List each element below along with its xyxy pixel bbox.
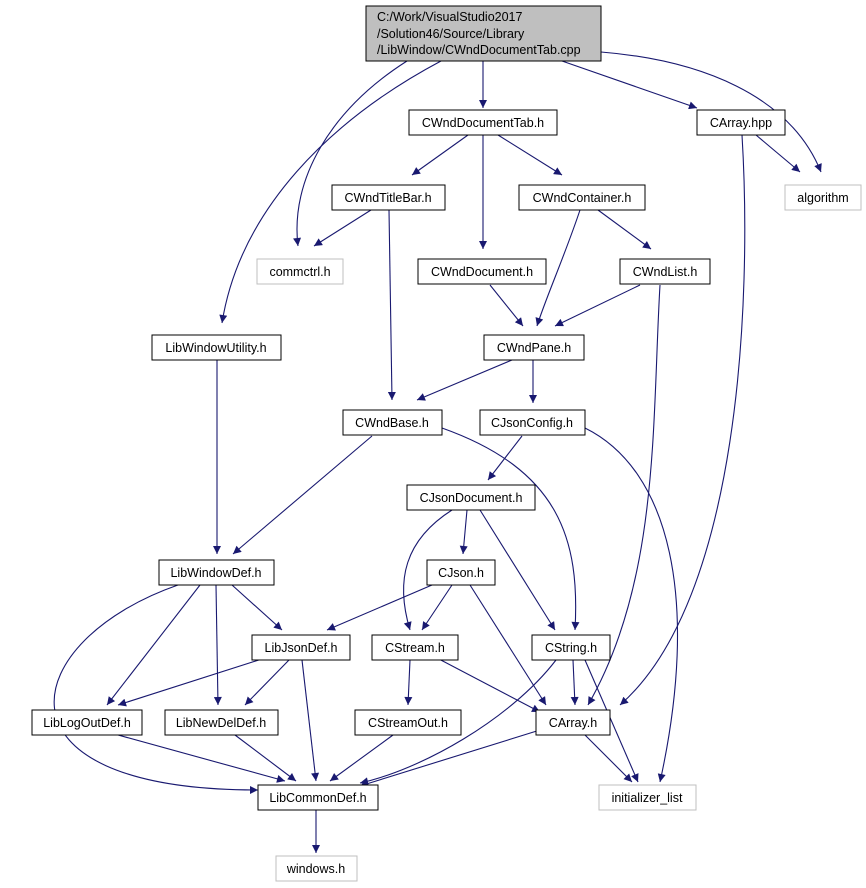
node-cjsonconfig-h[interactable]: CJsonConfig.h: [479, 409, 586, 436]
nodes: C:/Work/VisualStudio2017 /Solution46/Sou…: [31, 5, 862, 882]
node-carray-h[interactable]: CArray.h: [535, 709, 611, 736]
edge-cjsonconfig-to-cjsondocument: [487, 435, 523, 481]
edge-cwnddocument-to-cwndpane: [489, 284, 524, 327]
edge-cstream-to-cstreamout: [404, 659, 413, 706]
edge-cwnddocumenttab-to-cwndtitlebar: [411, 134, 469, 176]
root-path-line-3: /LibWindow/CWndDocumentTab.cpp: [377, 43, 581, 57]
edge-carray-hpp-to-algorithm: [755, 134, 801, 173]
node-cwndtitlebar-h[interactable]: CWndTitleBar.h: [331, 184, 446, 211]
edge-cjsondocument-to-cstring: [479, 509, 556, 631]
node-commctrl-h[interactable]: commctrl.h: [256, 258, 344, 285]
node-cjson-h[interactable]: CJson.h: [426, 559, 496, 586]
edge-cwndbase-to-libwindowdef: [232, 435, 373, 555]
node-label: CJson.h: [438, 566, 484, 580]
edge-cstring-to-libcommondef: [359, 659, 557, 786]
edge-cwnddocumenttab-to-cwndcontainer: [497, 134, 563, 176]
edge-root-to-libwindowutility: [219, 60, 442, 324]
node-label: LibWindowDef.h: [170, 566, 261, 580]
edges: [53, 51, 822, 853]
node-label: CWndContainer.h: [533, 191, 632, 205]
edge-carray-hpp-to-carray-h: [619, 134, 746, 706]
node-label: CWndBase.h: [355, 416, 429, 430]
node-label: LibLogOutDef.h: [43, 716, 131, 730]
node-cwndlist-h[interactable]: CWndList.h: [619, 258, 711, 285]
edge-carray-h-to-libcommondef: [359, 729, 541, 788]
node-libwindowutility-h[interactable]: LibWindowUtility.h: [151, 334, 282, 361]
edge-root-to-carray-hpp: [561, 60, 698, 110]
edge-cstream-to-carray-h: [436, 657, 541, 713]
edge-cjsondocument-to-cjson: [459, 509, 468, 555]
edge-liblogoutdef-to-libcommondef: [117, 734, 286, 783]
node-label: CStream.h: [385, 641, 445, 655]
edge-libjsondef-to-libnewdeldef: [244, 659, 290, 706]
root-path-line-1: C:/Work/VisualStudio2017: [377, 10, 523, 24]
root-path-line-2: /Solution46/Source/Library: [377, 27, 525, 41]
node-cwndcontainer-h[interactable]: CWndContainer.h: [518, 184, 646, 211]
node-label: CArray.h: [549, 716, 597, 730]
node-liblogoutdef-h[interactable]: LibLogOutDef.h: [31, 709, 143, 736]
edge-libwindowdef-to-libcommondef: [53, 584, 259, 794]
node-label: LibCommonDef.h: [269, 791, 366, 805]
node-libnewdeldef-h[interactable]: LibNewDelDef.h: [164, 709, 279, 736]
node-label: CJsonConfig.h: [491, 416, 573, 430]
edge-libwindowdef-to-libjsondef: [231, 584, 283, 631]
edge-cjson-to-cstream: [421, 584, 453, 631]
edge-cjsonconfig-to-initializer-list: [584, 427, 679, 783]
edge-cstring-to-carray-h: [570, 659, 579, 706]
node-algorithm[interactable]: algorithm: [784, 184, 862, 211]
edge-libjsondef-to-liblogoutdef: [117, 657, 266, 707]
edge-libwindowdef-to-libnewdeldef: [213, 584, 222, 706]
node-libjsondef-h[interactable]: LibJsonDef.h: [251, 634, 351, 661]
node-label: LibWindowUtility.h: [165, 341, 266, 355]
node-label: commctrl.h: [269, 265, 330, 279]
node-cwndpane-h[interactable]: CWndPane.h: [483, 334, 585, 361]
node-label: CJsonDocument.h: [420, 491, 523, 505]
node-cstring-h[interactable]: CString.h: [531, 634, 611, 661]
node-label: initializer_list: [612, 791, 683, 805]
node-label: algorithm: [797, 191, 848, 205]
node-cjsondocument-h[interactable]: CJsonDocument.h: [406, 484, 536, 511]
node-label: windows.h: [286, 862, 345, 876]
node-cstreamout-h[interactable]: CStreamOut.h: [354, 709, 462, 736]
node-windows-h[interactable]: windows.h: [275, 855, 358, 882]
node-root-cwnddocumenttab-cpp[interactable]: C:/Work/VisualStudio2017 /Solution46/Sou…: [365, 5, 602, 62]
edge-cwndtitlebar-to-commctrl: [313, 209, 372, 247]
node-cwnddocument-h[interactable]: CWndDocument.h: [417, 258, 547, 285]
node-label: CWndDocument.h: [431, 265, 533, 279]
edge-cwndcontainer-to-cwndlist: [597, 209, 652, 250]
node-label: CString.h: [545, 641, 597, 655]
edge-libjsondef-to-libcommondef: [301, 659, 320, 782]
edge-cwndbase-to-cstring: [441, 427, 580, 631]
edge-root-to-algorithm: [600, 51, 822, 173]
node-label: CWndTitleBar.h: [344, 191, 431, 205]
node-carray-hpp[interactable]: CArray.hpp: [696, 109, 786, 136]
edge-cwndtitlebar-to-cwndbase: [387, 209, 396, 401]
edge-cjsondocument-to-cstream: [403, 509, 453, 631]
node-label: CArray.hpp: [710, 116, 772, 130]
node-label: CWndDocumentTab.h: [422, 116, 544, 130]
edge-libnewdeldef-to-libcommondef: [234, 734, 297, 782]
edge-cwndcontainer-to-cwndpane: [535, 209, 581, 327]
node-libwindowdef-h[interactable]: LibWindowDef.h: [158, 559, 275, 586]
node-cstream-h[interactable]: CStream.h: [371, 634, 459, 661]
edge-carray-h-to-initializer-list: [584, 734, 633, 783]
edge-libwindowdef-to-liblogoutdef: [106, 584, 201, 706]
edge-cstring-to-initializer-list: [584, 659, 639, 783]
node-cwndbase-h[interactable]: CWndBase.h: [342, 409, 443, 436]
node-label: LibJsonDef.h: [265, 641, 338, 655]
node-cwnddocumenttab-h[interactable]: CWndDocumentTab.h: [408, 109, 558, 136]
node-label: CWndList.h: [633, 265, 698, 279]
edge-cwndpane-to-cwndbase: [416, 359, 513, 401]
edge-cstreamout-to-libcommondef: [329, 734, 394, 782]
node-libcommondef-h[interactable]: LibCommonDef.h: [257, 784, 379, 811]
edge-cwndlist-to-cwndpane: [554, 284, 641, 327]
node-label: CWndPane.h: [497, 341, 571, 355]
edge-cwndlist-to-carray-h: [587, 284, 661, 706]
edge-cjson-to-libjsondef: [326, 584, 433, 631]
node-label: CStreamOut.h: [368, 716, 448, 730]
node-initializer-list[interactable]: initializer_list: [598, 784, 697, 811]
node-label: LibNewDelDef.h: [176, 716, 266, 730]
